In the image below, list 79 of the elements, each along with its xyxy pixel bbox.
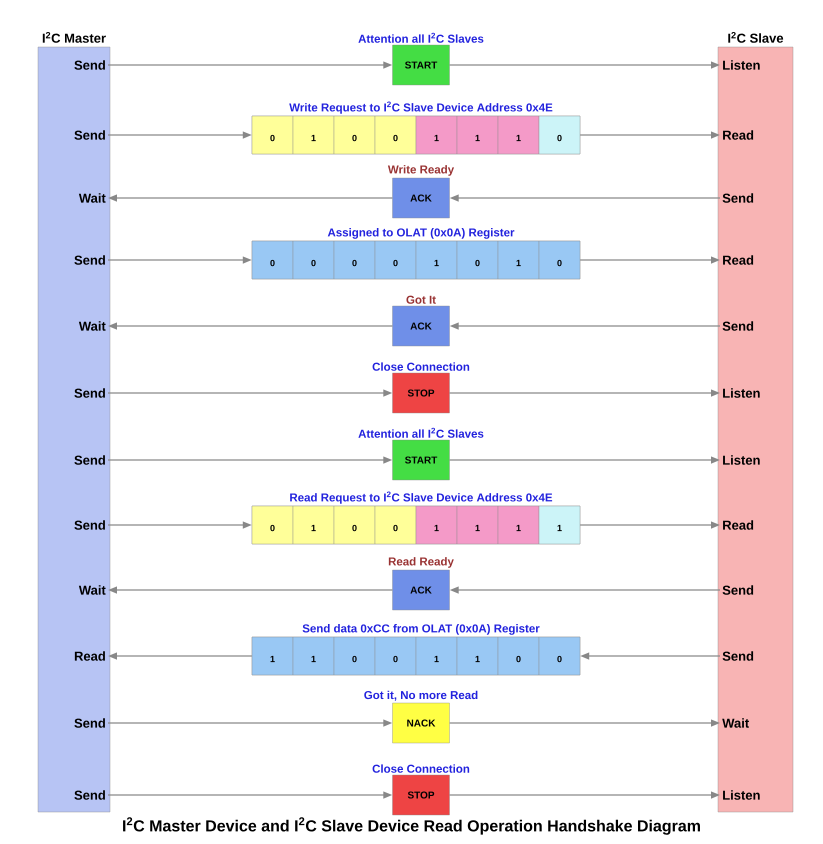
message-box: ACK [392, 570, 450, 610]
endpoint-label: Read [723, 520, 754, 530]
endpoint-label: Wait [78, 193, 106, 203]
bit-cell: 1 [416, 240, 458, 280]
message-box: NACK [392, 702, 450, 744]
bit-cell: 1 [498, 506, 540, 544]
bit-cell: 0 [334, 116, 376, 154]
box-caption: Got It [406, 296, 436, 304]
bit-cell: 0 [374, 506, 416, 544]
endpoint-label: Read [723, 255, 754, 265]
diagram-caption: I$^{2}$C Master Device and I$^{2}$C Slave Device Read Operation Handshake Diagram [123, 817, 700, 835]
endpoint-label: Send [722, 321, 754, 331]
box-caption: Close Connection [372, 362, 470, 371]
endpoint-label: Listen [723, 388, 760, 398]
box-caption: Read Request to I$^{2}$C Slave Device Address 0x4E [290, 491, 552, 504]
bit-cell: 0 [538, 116, 580, 154]
box-caption: Send data 0xCC from OLAT (0x0A) Register [302, 624, 540, 635]
box-caption: Attention all I$^{2}$C Slaves [358, 428, 484, 438]
endpoint-label: Send [74, 60, 105, 70]
bit-cell: 0 [334, 636, 376, 676]
bit-cell: 1 [416, 636, 458, 676]
message-box: STOP [392, 774, 450, 816]
endpoint-label: Send [74, 130, 105, 140]
endpoint-label: Send [722, 651, 754, 661]
endpoint-label: Read [723, 130, 754, 140]
bit-cell: 1 [292, 506, 334, 544]
endpoint-label: Wait [78, 321, 106, 331]
bit-cell: 1 [416, 506, 458, 544]
box-caption: Close Connection [372, 764, 470, 773]
message-box: ACK [392, 178, 450, 218]
endpoint-label: Send [74, 520, 105, 530]
bit-cell: 0 [374, 240, 416, 280]
endpoint-label: Send [74, 455, 105, 465]
bit-cell: 1 [456, 636, 498, 676]
bit-cell: 1 [416, 116, 458, 154]
bit-cell: 0 [252, 506, 294, 544]
endpoint-label: Send [74, 255, 105, 265]
bit-cell: 0 [252, 240, 294, 280]
bit-cell: 1 [498, 116, 540, 154]
bit-cell: 0 [456, 240, 498, 280]
endpoint-label: Send [74, 718, 105, 728]
endpoint-label: Read [74, 651, 105, 661]
bit-cell: 0 [538, 636, 580, 676]
message-box: ACK [392, 306, 450, 346]
endpoint-label: Listen [723, 60, 760, 70]
endpoint-label: Send [722, 585, 754, 595]
column-heading: I$^{2}$C Slave [728, 32, 784, 43]
bit-cell: 0 [374, 636, 416, 676]
endpoint-label: Wait [722, 718, 749, 728]
endpoint-label: Listen [723, 455, 760, 465]
bit-cell: 0 [538, 240, 580, 280]
box-caption: Write Request to I$^{2}$C Slave Device Address 0x4E [289, 101, 552, 114]
box-caption: Read Ready [388, 557, 454, 568]
message-box: START [392, 440, 450, 480]
column-heading: I$^{2}$C Master [42, 32, 106, 43]
bit-cell: 1 [292, 636, 334, 676]
bit-cell: 1 [252, 636, 294, 676]
endpoint-label: Send [722, 193, 754, 203]
bit-cell: 0 [252, 116, 294, 154]
bit-cell: 1 [498, 240, 540, 280]
box-caption: Attention all I$^{2}$C Slaves [358, 32, 484, 43]
box-caption: Write Ready [388, 165, 454, 176]
bit-cell: 1 [456, 116, 498, 154]
bit-cell: 1 [292, 116, 334, 154]
bit-cell: 0 [292, 240, 334, 280]
endpoint-label: Listen [723, 790, 760, 800]
bit-cell: 0 [498, 636, 540, 676]
bit-cell: 0 [374, 116, 416, 154]
endpoint-label: Wait [78, 585, 106, 595]
bit-cell: 0 [334, 240, 376, 280]
endpoint-label: Send [74, 790, 105, 800]
bit-cell: 1 [456, 506, 498, 544]
message-box: START [392, 44, 450, 86]
endpoint-label: Send [74, 388, 105, 398]
bit-cell: 0 [334, 506, 376, 544]
message-box: STOP [392, 372, 450, 414]
bit-cell: 1 [538, 506, 580, 544]
box-caption: Got it, No more Read [364, 690, 478, 701]
box-caption: Assigned to OLAT (0x0A) Register [328, 228, 514, 239]
